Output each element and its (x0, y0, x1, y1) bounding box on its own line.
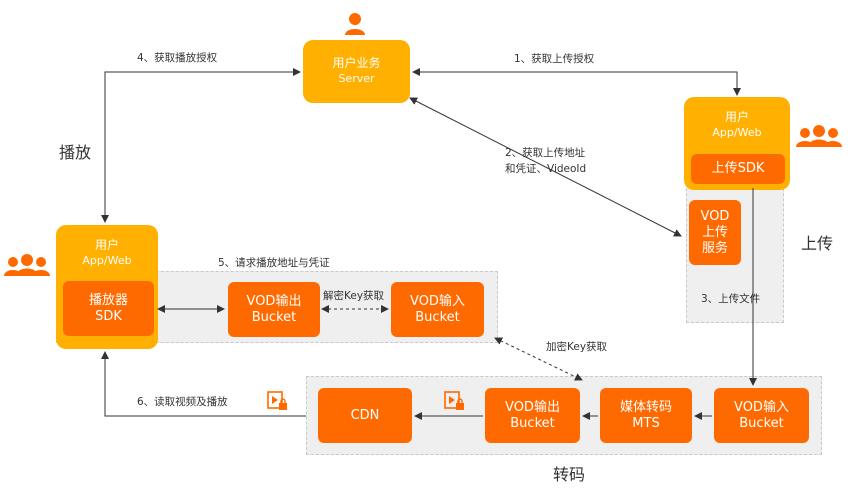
server-box[interactable] (303, 40, 410, 103)
vod-upload-service-box[interactable]: VOD 上传 服务 (689, 200, 741, 265)
user-icon (345, 13, 365, 35)
video-lock-icon (444, 391, 464, 410)
arrow-step2 (409, 97, 682, 237)
server-label: 用户业务 Server (303, 56, 410, 86)
step6-label: 6、读取视频及播放 (137, 396, 228, 408)
transcode-vod-input-l1: VOD输入 (734, 399, 789, 415)
cdn-box[interactable]: CDN (318, 388, 412, 443)
play-vod-output-l2: Bucket (251, 309, 297, 325)
server-subtitle: Server (338, 72, 375, 85)
step4-label: 4、获取播放授权 (137, 52, 218, 64)
transcode-vod-input-box[interactable]: VOD输入 Bucket (714, 388, 809, 443)
upload-sdk-label: 上传SDK (711, 161, 765, 176)
encrypt-key-label: 加密Key获取 (546, 341, 608, 353)
arrow-encrypt-key (494, 337, 583, 381)
vod-upload-service-l2: 上传 (701, 224, 728, 240)
arrow-step4 (101, 68, 301, 223)
upload-sdk-box[interactable]: 上传SDK (691, 154, 785, 184)
video-lock-icon (267, 391, 287, 410)
player-sdk-l2: SDK (95, 308, 122, 324)
upload-client-label: 用户 App/Web (684, 110, 790, 140)
vod-upload-service-l1: VOD (700, 208, 730, 224)
mts-l2: MTS (632, 415, 660, 431)
user-group-icon (796, 125, 842, 147)
decrypt-key-label: 解密Key获取 (323, 290, 385, 303)
upload-client-title: 用户 (724, 110, 749, 124)
step5-label: 5、请求播放地址与凭证 (218, 257, 330, 269)
play-vod-output-box[interactable]: VOD输出 Bucket (228, 282, 320, 337)
play-client-title: 用户 (94, 238, 119, 252)
arrow-step6 (101, 351, 306, 417)
step3-label: 3、上传文件 (701, 293, 761, 305)
vod-upload-service-l3: 服务 (701, 240, 728, 256)
section-play-label: 播放 (59, 143, 92, 162)
play-client-label: 用户 App/Web (56, 238, 158, 268)
transcode-vod-output-l1: VOD输出 (505, 399, 560, 415)
user-group-icon (4, 254, 50, 276)
play-vod-input-box[interactable]: VOD输入 Bucket (391, 282, 484, 337)
transcode-vod-input-l2: Bucket (739, 415, 784, 431)
step1-label: 1、获取上传授权 (514, 53, 595, 65)
step2-label-line1: 2、获取上传地址 (505, 147, 586, 159)
play-client-subtitle: App/Web (82, 254, 132, 267)
section-transcode-label: 转码 (553, 465, 586, 484)
player-sdk-l1: 播放器 (88, 292, 128, 308)
transcode-vod-output-l2: Bucket (510, 415, 555, 431)
play-vod-input-l1: VOD输入 (410, 293, 465, 309)
play-vod-output-l1: VOD输出 (246, 293, 302, 309)
step2-label-line2: 和凭证、VideoId (505, 163, 587, 175)
upload-client-subtitle: App/Web (712, 126, 762, 139)
play-vod-input-l2: Bucket (415, 309, 460, 325)
transcode-vod-output-box[interactable]: VOD输出 Bucket (485, 388, 580, 443)
cdn-label: CDN (350, 407, 380, 423)
server-title: 用户业务 (332, 56, 381, 70)
mts-box[interactable]: 媒体转码 MTS (600, 388, 692, 443)
mts-l1: 媒体转码 (619, 399, 672, 415)
player-sdk-box[interactable]: 播放器 SDK (63, 281, 154, 336)
arrow-step1 (412, 68, 741, 96)
section-upload-label: 上传 (801, 234, 834, 253)
